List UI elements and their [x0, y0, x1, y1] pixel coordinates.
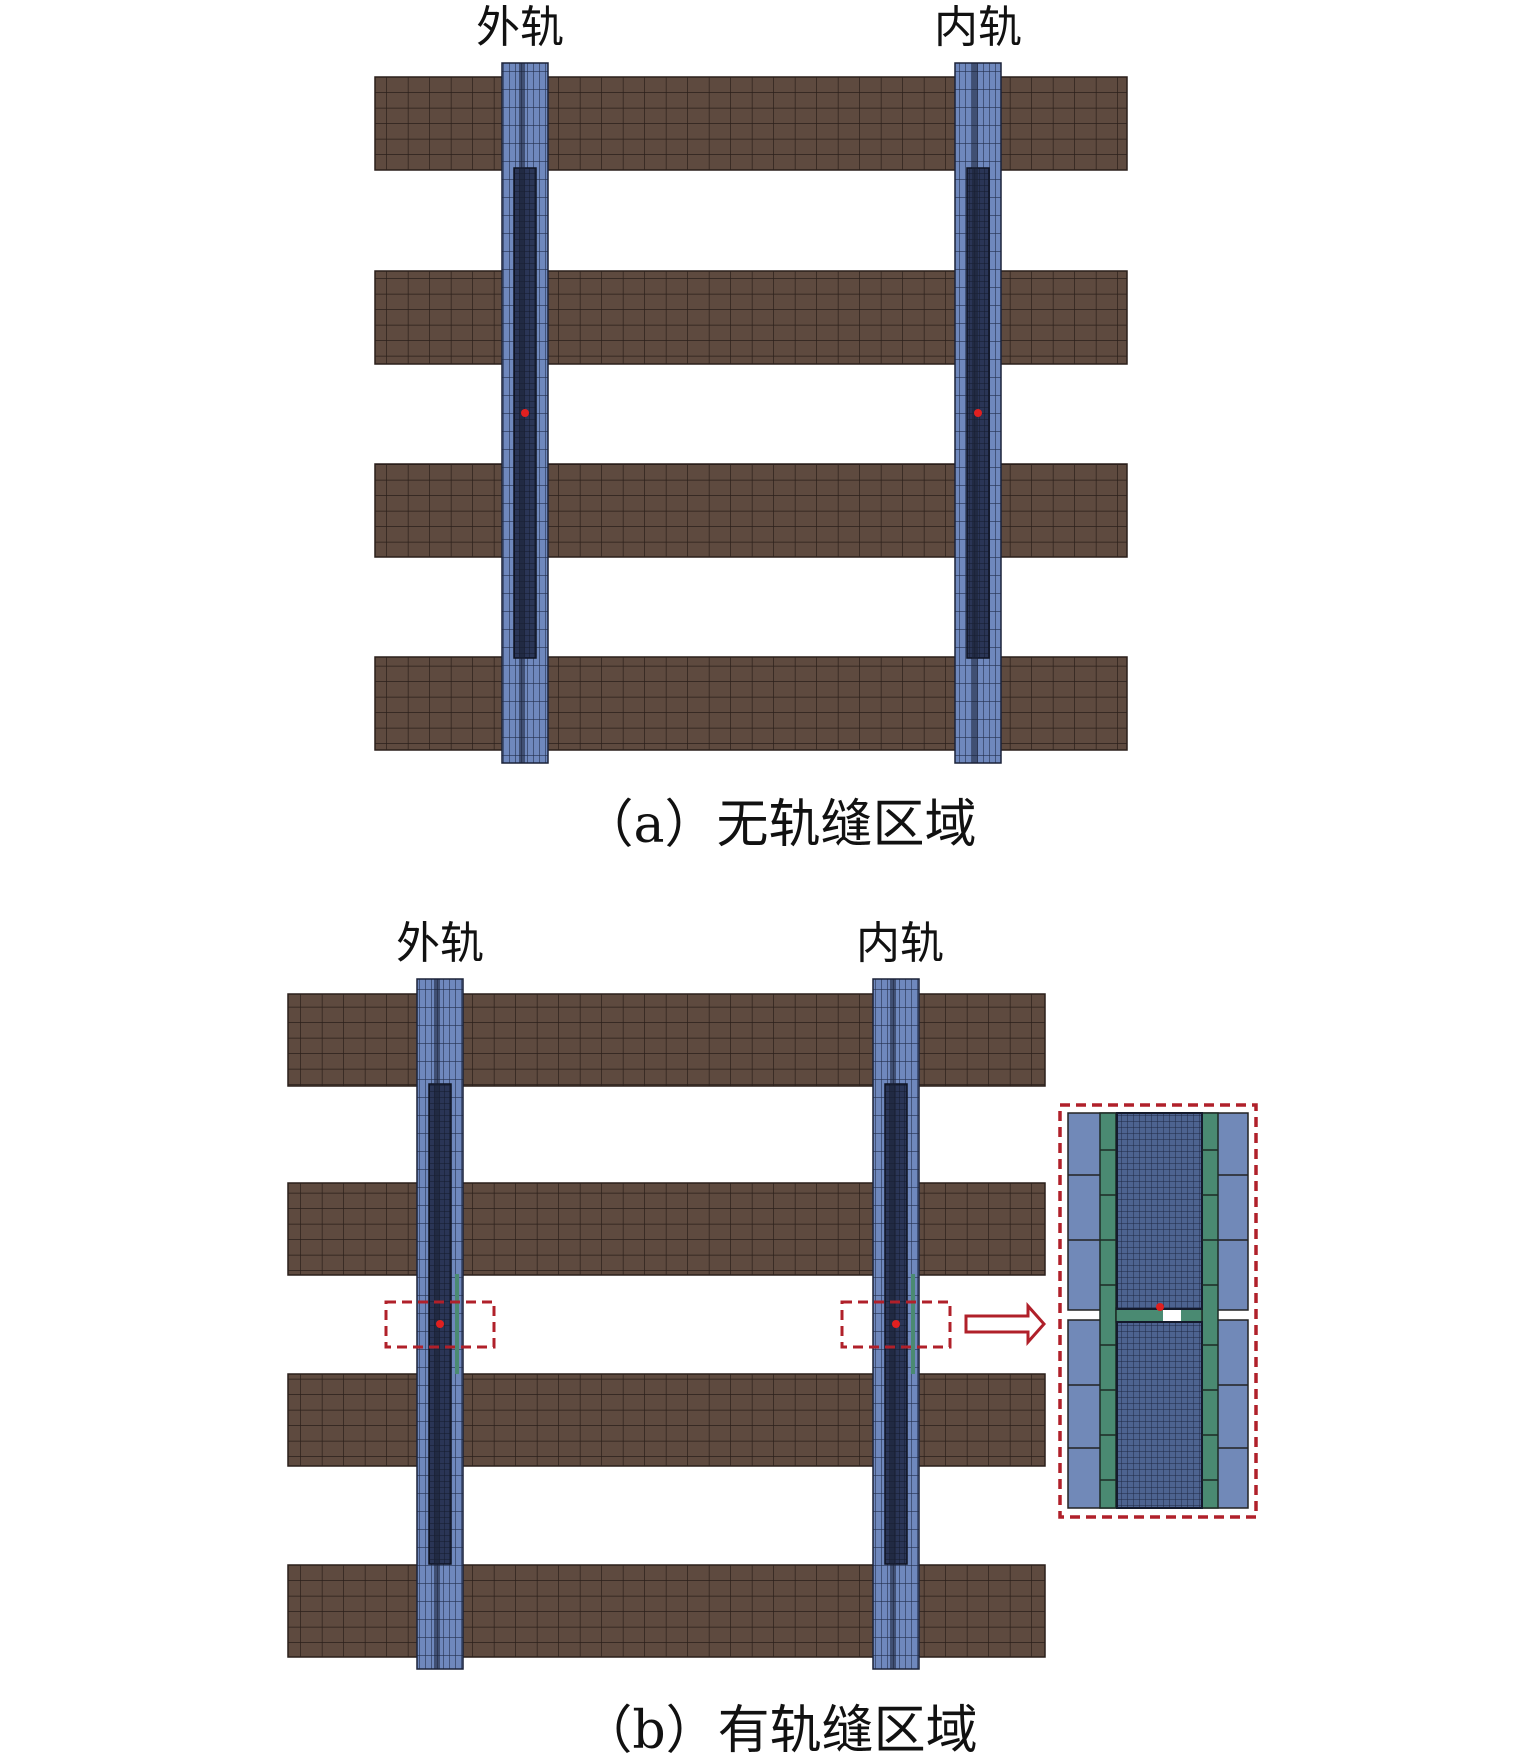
inner-rail-label-a: 内轨 [934, 2, 1022, 53]
sleeper [287, 1182, 1046, 1276]
measure-point-icon [974, 409, 982, 417]
caption-a: （a）无轨缝区域 [581, 795, 976, 855]
joint-detail-inset [1058, 1103, 1258, 1519]
measure-point-icon [1156, 1303, 1164, 1311]
measure-point-icon [436, 1320, 444, 1328]
outer-rail-label-b: 外轨 [396, 918, 484, 969]
sleeper [374, 270, 1128, 365]
sleeper [287, 1564, 1046, 1658]
joint-highlight-box [840, 1300, 952, 1349]
inner-rail-label-b: 内轨 [856, 918, 944, 969]
sleeper [287, 1373, 1046, 1467]
measure-point-icon [521, 409, 529, 417]
sleeper [374, 76, 1128, 171]
panel-b-with-joint [287, 978, 1046, 1670]
measure-point-icon [892, 1320, 900, 1328]
caption-b: （b）有轨缝区域 [580, 1701, 977, 1761]
panel-a-no-joint [374, 62, 1128, 764]
sleeper [374, 656, 1128, 751]
joint-bar [455, 1274, 459, 1374]
zoom-arrow-icon [964, 1302, 1047, 1346]
sleeper [374, 463, 1128, 558]
joint-bar [911, 1274, 915, 1374]
outer-rail-label-a: 外轨 [476, 2, 564, 53]
joint-highlight-box [384, 1300, 496, 1349]
sleeper [287, 993, 1046, 1087]
